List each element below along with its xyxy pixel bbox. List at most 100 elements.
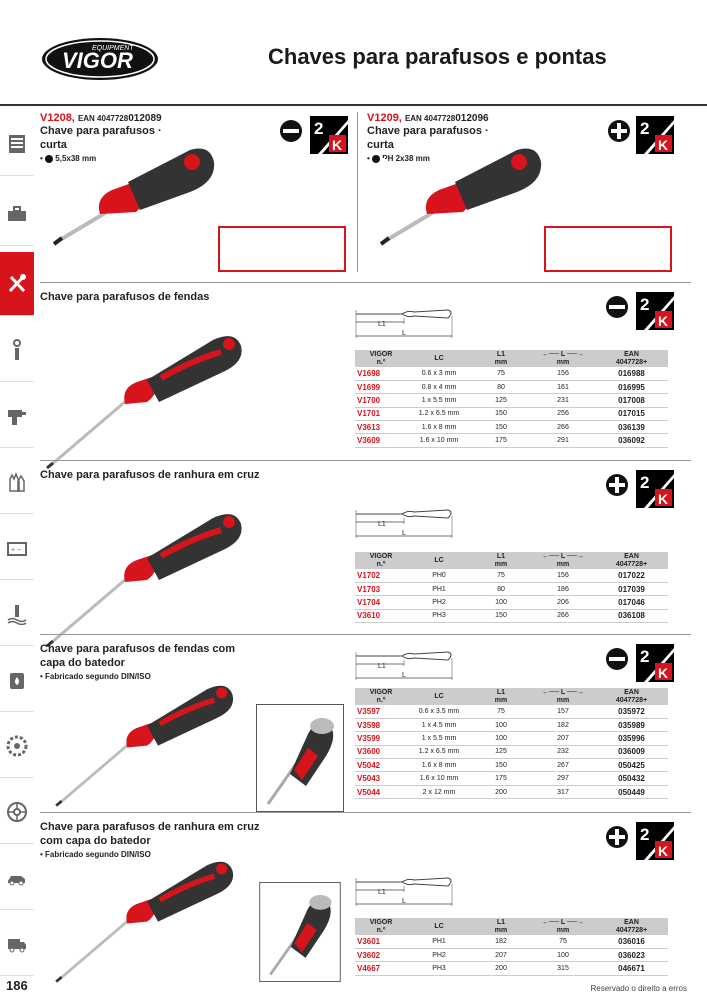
product-v1209: V1209, EAN 4047728012096 Chave para para…: [367, 112, 677, 174]
slotted-symbol-icon: [606, 296, 628, 318]
column-divider: [357, 112, 358, 272]
svg-text:+ −: + −: [11, 547, 21, 554]
cell-ean: 017039: [595, 582, 668, 597]
svg-text:K: K: [658, 843, 668, 859]
cell-ean: 017015: [595, 407, 668, 422]
sidebar-tab-car-body[interactable]: [0, 846, 34, 910]
cell-code: V1700: [355, 393, 407, 408]
sidebar-tab-hand-tools[interactable]: [0, 318, 34, 382]
dimension-diagram: L1L: [355, 509, 453, 538]
svg-text:K: K: [658, 137, 668, 153]
phillips-symbol-icon: [606, 474, 628, 496]
cell-ean: 035989: [595, 718, 668, 733]
svg-text:2: 2: [314, 119, 323, 138]
cell-lc: PH1: [407, 935, 471, 949]
screwdriver-product-image: [38, 838, 258, 988]
col-l: ←── L ──→mm: [531, 350, 595, 367]
cell-code: V3599: [355, 731, 407, 746]
cell-code: V3602: [355, 948, 407, 963]
cell-ean: 046671: [595, 961, 668, 976]
cell-lc: 1.6 x 10 mm: [407, 771, 471, 786]
svg-text:EQUIPMENT: EQUIPMENT: [92, 45, 134, 52]
cell-l1: 100: [471, 595, 531, 610]
cell-lc: 0.6 x 3.5 mm: [407, 705, 471, 719]
sidebar-tab-coolant[interactable]: [0, 582, 34, 646]
cell-code: V4667: [355, 961, 407, 976]
phillips-symbol-icon: [606, 826, 628, 848]
impact-wrench-icon: [8, 409, 26, 425]
sidebar-tab-toolbox[interactable]: [0, 182, 34, 246]
cell-code: V3598: [355, 718, 407, 733]
sidebar-tab-pneumatic[interactable]: [0, 384, 34, 448]
price-box: [544, 226, 672, 272]
product-name: Chave para parafusos ·: [40, 125, 162, 137]
section-rule: [40, 634, 691, 635]
toolbox-icon: [8, 205, 26, 221]
section-bullet: • Fabricado segundo DIN/ISO: [40, 850, 151, 859]
category-sidebar: + −: [0, 112, 34, 992]
product-code-header: V1208, EAN 4047728012089: [40, 112, 350, 124]
cell-l: 207: [531, 731, 595, 746]
section-header: Chave para parafusos de fendas: [40, 290, 340, 304]
cell-ean: 036108: [595, 609, 668, 624]
ean-number: 012096: [455, 113, 489, 124]
cell-lc: 1.2 x 6.5 mm: [407, 407, 471, 422]
sidebar-tab-truck[interactable]: [0, 912, 34, 976]
section-bullet: • Fabricado segundo DIN/ISO: [40, 672, 151, 681]
section-title: Chave para parafusos de ranhura em cruz: [40, 469, 260, 481]
cell-lc: 2 x 12 mm: [407, 785, 471, 800]
cell-l: 161: [531, 380, 595, 395]
2k-handle-badge-icon: 2K: [636, 292, 674, 330]
cell-l1: 100: [471, 718, 531, 733]
brake-disc-icon: [6, 735, 28, 756]
slotted-symbol-icon: [280, 120, 302, 142]
cell-lc: PH3: [407, 609, 471, 624]
2k-handle-badge-icon: 2K: [636, 822, 674, 860]
cell-l: 157: [531, 705, 595, 719]
cell-ean: 036009: [595, 745, 668, 760]
product-code-header: V1209, EAN 4047728012096: [367, 112, 677, 124]
sidebar-tab-battery[interactable]: + −: [0, 516, 34, 580]
2k-handle-badge-icon: 2K: [310, 116, 348, 154]
cell-code: V1702: [355, 569, 407, 583]
cell-lc: 1.2 x 6.5 mm: [407, 745, 471, 760]
sidebar-tab-gloves[interactable]: [0, 450, 34, 514]
sidebar-tab-wheels[interactable]: [0, 780, 34, 844]
sidebar-tab-brakes[interactable]: [0, 714, 34, 778]
svg-text:L: L: [402, 530, 406, 537]
sidebar-tab-oil[interactable]: [0, 648, 34, 712]
sidebar-tab-screwdrivers[interactable]: [0, 252, 34, 316]
cell-ean: 050425: [595, 758, 668, 773]
cell-ean: 017008: [595, 393, 668, 408]
cell-ean: 035996: [595, 731, 668, 746]
cell-code: V3601: [355, 935, 407, 949]
sidebar-tab-cabinet[interactable]: [0, 112, 34, 176]
cell-l1: 125: [471, 745, 531, 760]
cell-l1: 200: [471, 961, 531, 976]
svg-text:L: L: [402, 330, 406, 337]
section-title-line2: com capa do batedor: [40, 835, 151, 847]
cell-l: 156: [531, 569, 595, 583]
cell-code: V5042: [355, 758, 407, 773]
cell-code: V1698: [355, 367, 407, 381]
cell-ean: 035972: [595, 705, 668, 719]
svg-text:2: 2: [640, 825, 649, 844]
cell-l: 206: [531, 595, 595, 610]
cell-l1: 200: [471, 785, 531, 800]
